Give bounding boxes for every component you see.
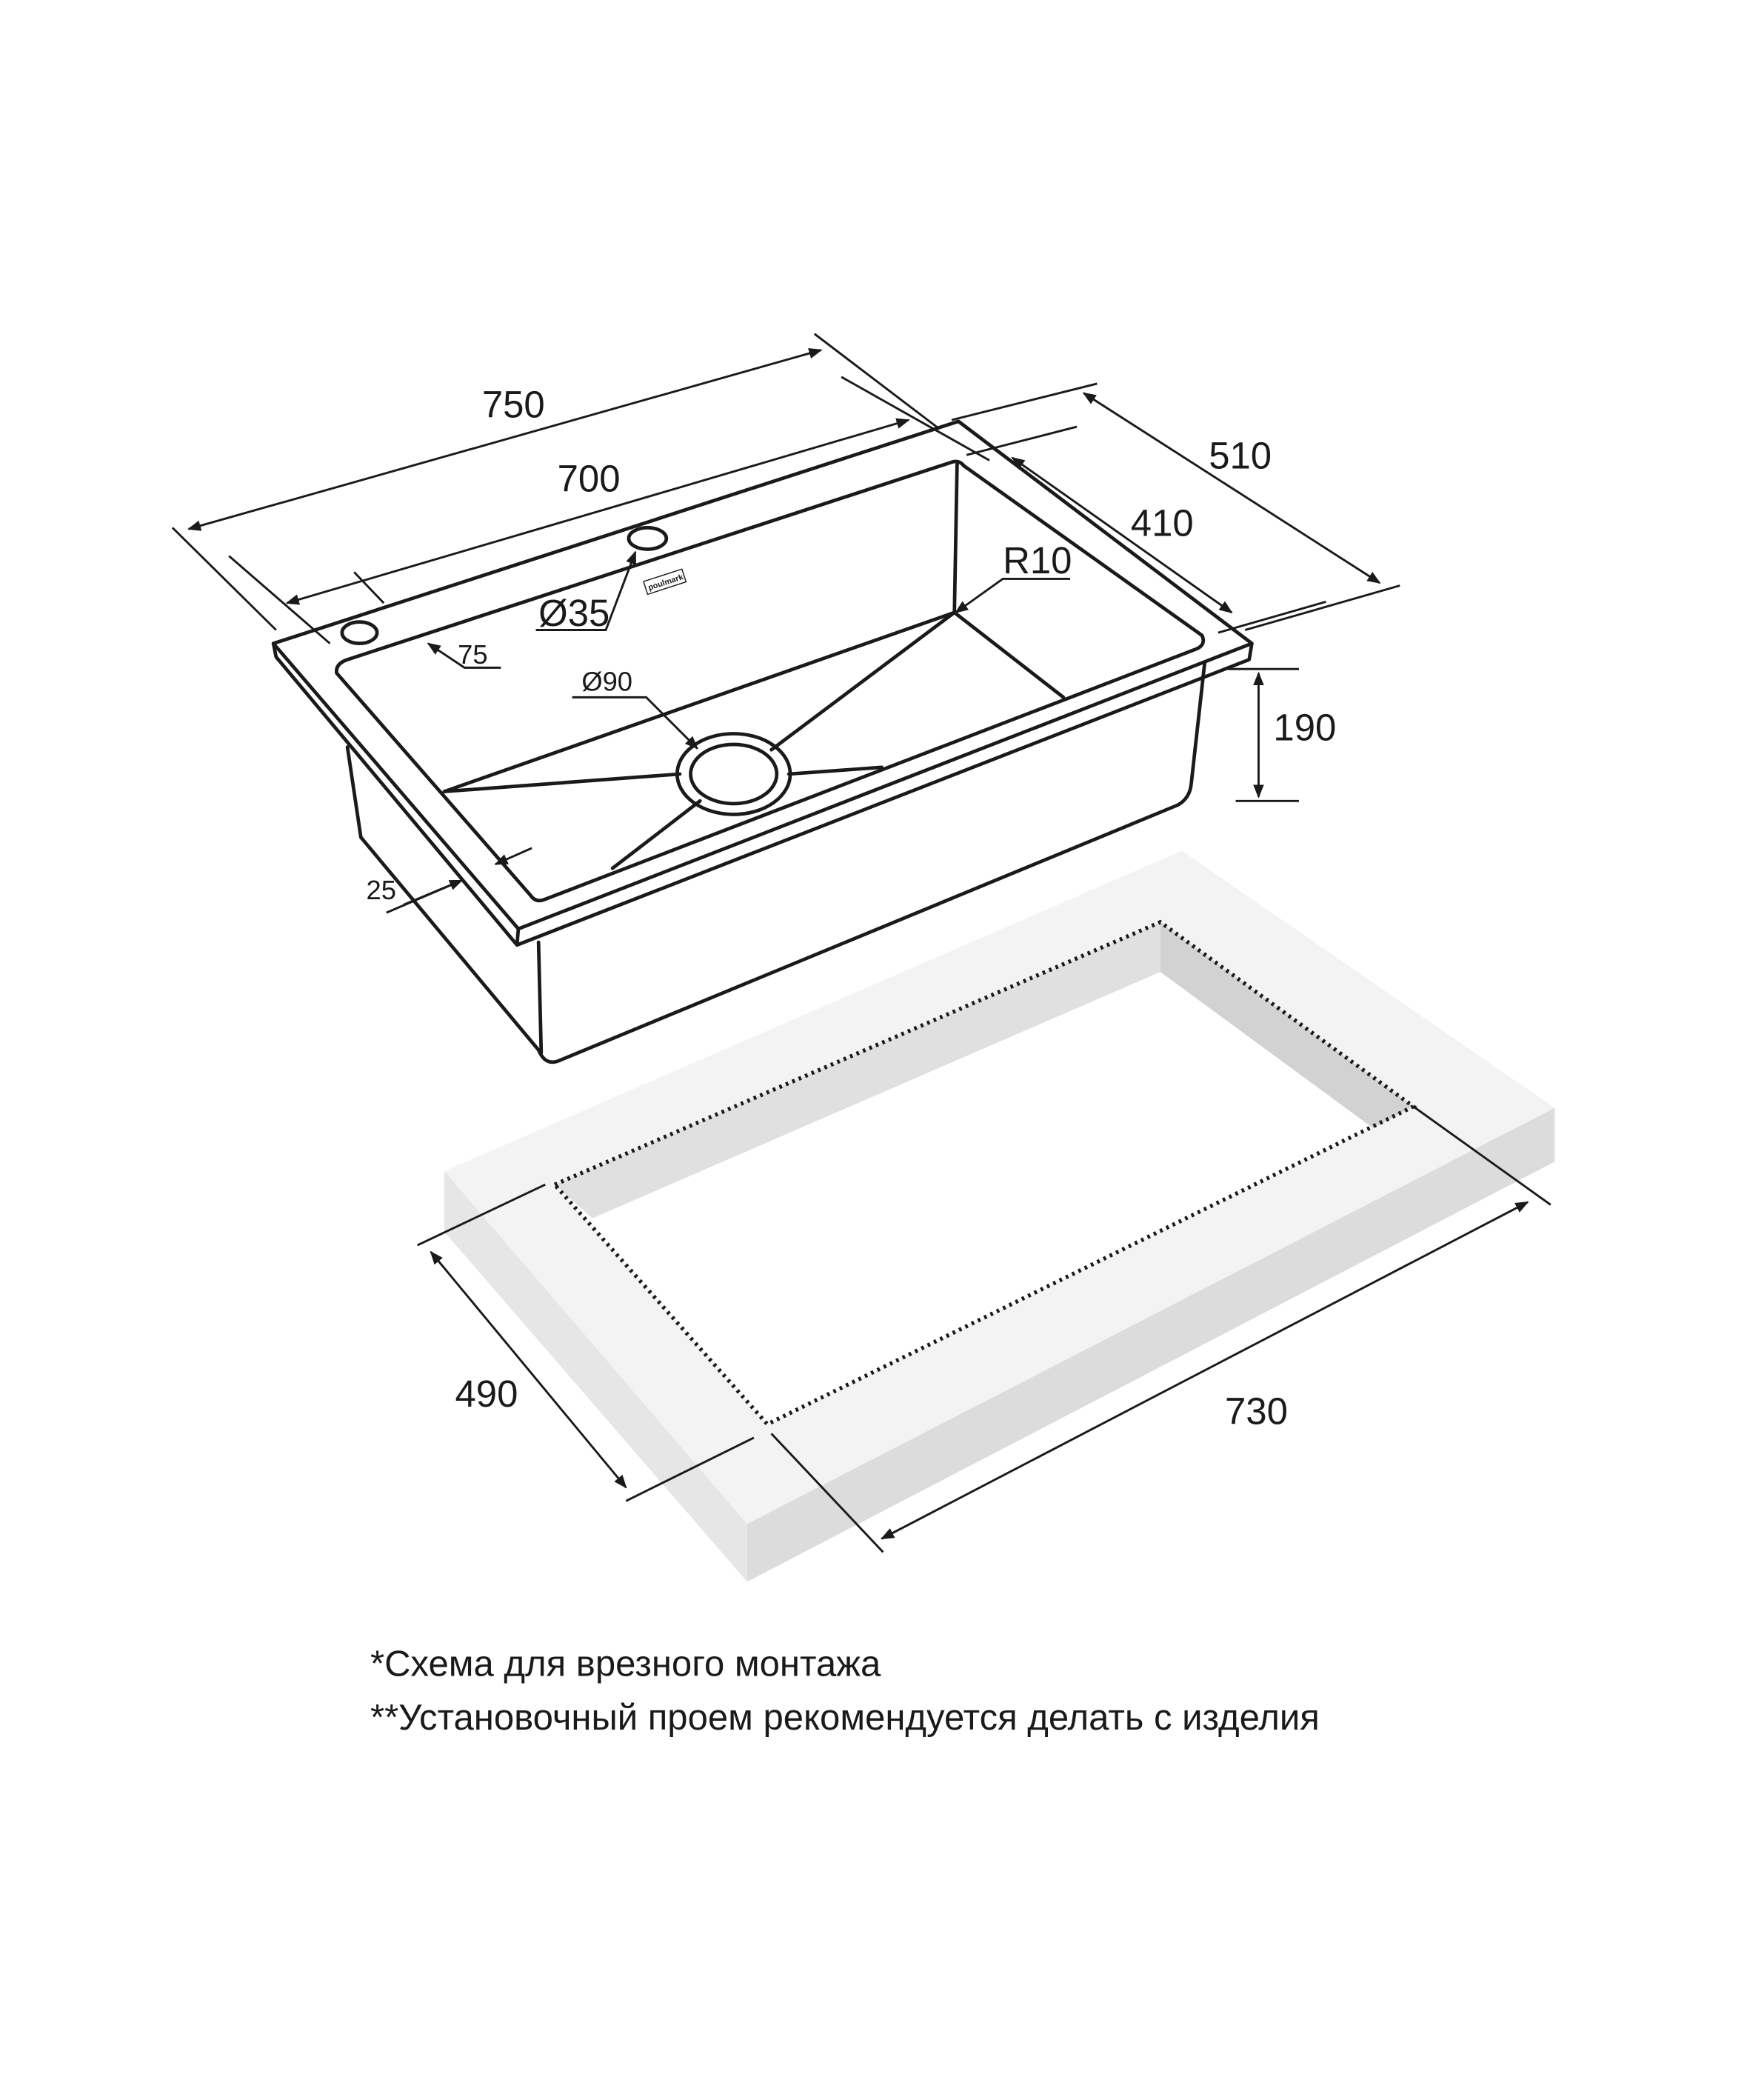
tap-hole-center bbox=[627, 526, 669, 551]
overall-length-label: 750 bbox=[482, 383, 545, 425]
cutout-back-left-wall bbox=[554, 921, 1160, 1219]
sink-rim-edge bbox=[271, 641, 1254, 947]
sink-rim-outer bbox=[271, 419, 1254, 931]
tap-hole-left bbox=[340, 620, 379, 646]
bowl-width-label: 410 bbox=[1131, 501, 1194, 544]
tap-hole-offset-label: 75 bbox=[458, 639, 487, 670]
drain-label: Ø90 bbox=[581, 666, 632, 696]
depth-label: 190 bbox=[1273, 707, 1336, 749]
note-mounting-scheme: *Схема для врезного монтажа bbox=[370, 1644, 881, 1684]
drain-icon bbox=[675, 732, 792, 816]
note-cutout-recommendation: **Установочный проем рекомендуется делат… bbox=[370, 1698, 1320, 1738]
cutout-hole bbox=[554, 921, 1414, 1424]
tap-hole-label: Ø35 bbox=[538, 592, 610, 634]
rim-width-label: 25 bbox=[367, 875, 396, 905]
cutout-width-label: 490 bbox=[455, 1373, 518, 1415]
sink-dimensions: 750 700 510 410 R10 Ø35 75 Ø90 25 190 bbox=[171, 333, 1400, 914]
bowl-length-label: 700 bbox=[558, 457, 621, 499]
sink-bowl-opening bbox=[335, 459, 1206, 903]
countertop bbox=[444, 850, 1555, 1582]
cutout-dimensions: 490 730 bbox=[416, 1105, 1552, 1553]
cutout-length-label: 730 bbox=[1225, 1390, 1288, 1433]
brand-logo: poulmark bbox=[643, 568, 687, 596]
cutout-back-right-wall bbox=[1160, 921, 1414, 1128]
svg-text:poulmark: poulmark bbox=[647, 573, 685, 593]
overall-width-label: 510 bbox=[1209, 434, 1272, 476]
corner-radius-label: R10 bbox=[1003, 539, 1072, 581]
